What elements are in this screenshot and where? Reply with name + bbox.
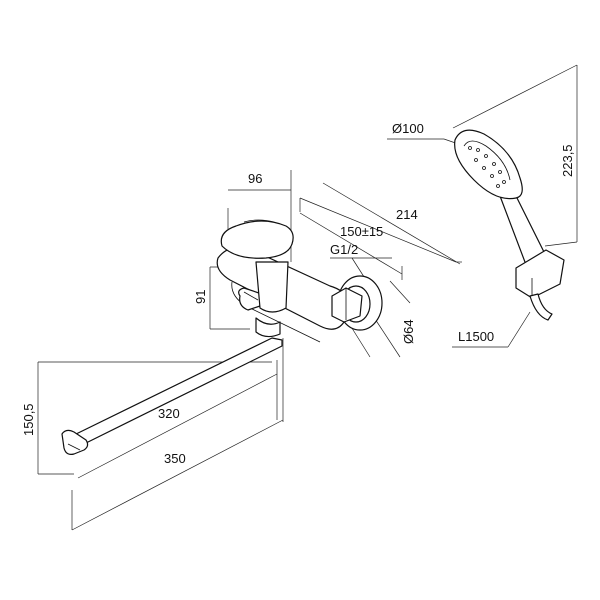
label-spout-outer-length: 350 bbox=[164, 451, 186, 466]
spout bbox=[61, 337, 283, 455]
label-handle-width: 96 bbox=[248, 171, 262, 186]
mixer-handle bbox=[220, 219, 294, 313]
shower-holder bbox=[515, 249, 565, 299]
label-spout-height: 150,5 bbox=[21, 403, 36, 436]
label-thread: G1/2 bbox=[330, 242, 358, 257]
label-body-depth: 214 bbox=[396, 207, 418, 222]
shower-hose bbox=[529, 293, 553, 321]
label-shower-head-length: 223,5 bbox=[560, 144, 575, 177]
label-rosette-diameter: Ø64 bbox=[401, 319, 416, 344]
label-spout-inner-length: 320 bbox=[158, 406, 180, 421]
label-hose-length: L1500 bbox=[458, 329, 494, 344]
wall-connector bbox=[331, 275, 383, 331]
spray-nozzles bbox=[468, 146, 506, 188]
label-body-height: 91 bbox=[193, 290, 208, 304]
label-center-distance: 150±15 bbox=[340, 224, 383, 239]
label-shower-head-diameter: Ø100 bbox=[392, 121, 424, 136]
dimension-labels: 96 214 150±15 G1/2 91 Ø64 150,5 320 350 … bbox=[21, 121, 575, 466]
